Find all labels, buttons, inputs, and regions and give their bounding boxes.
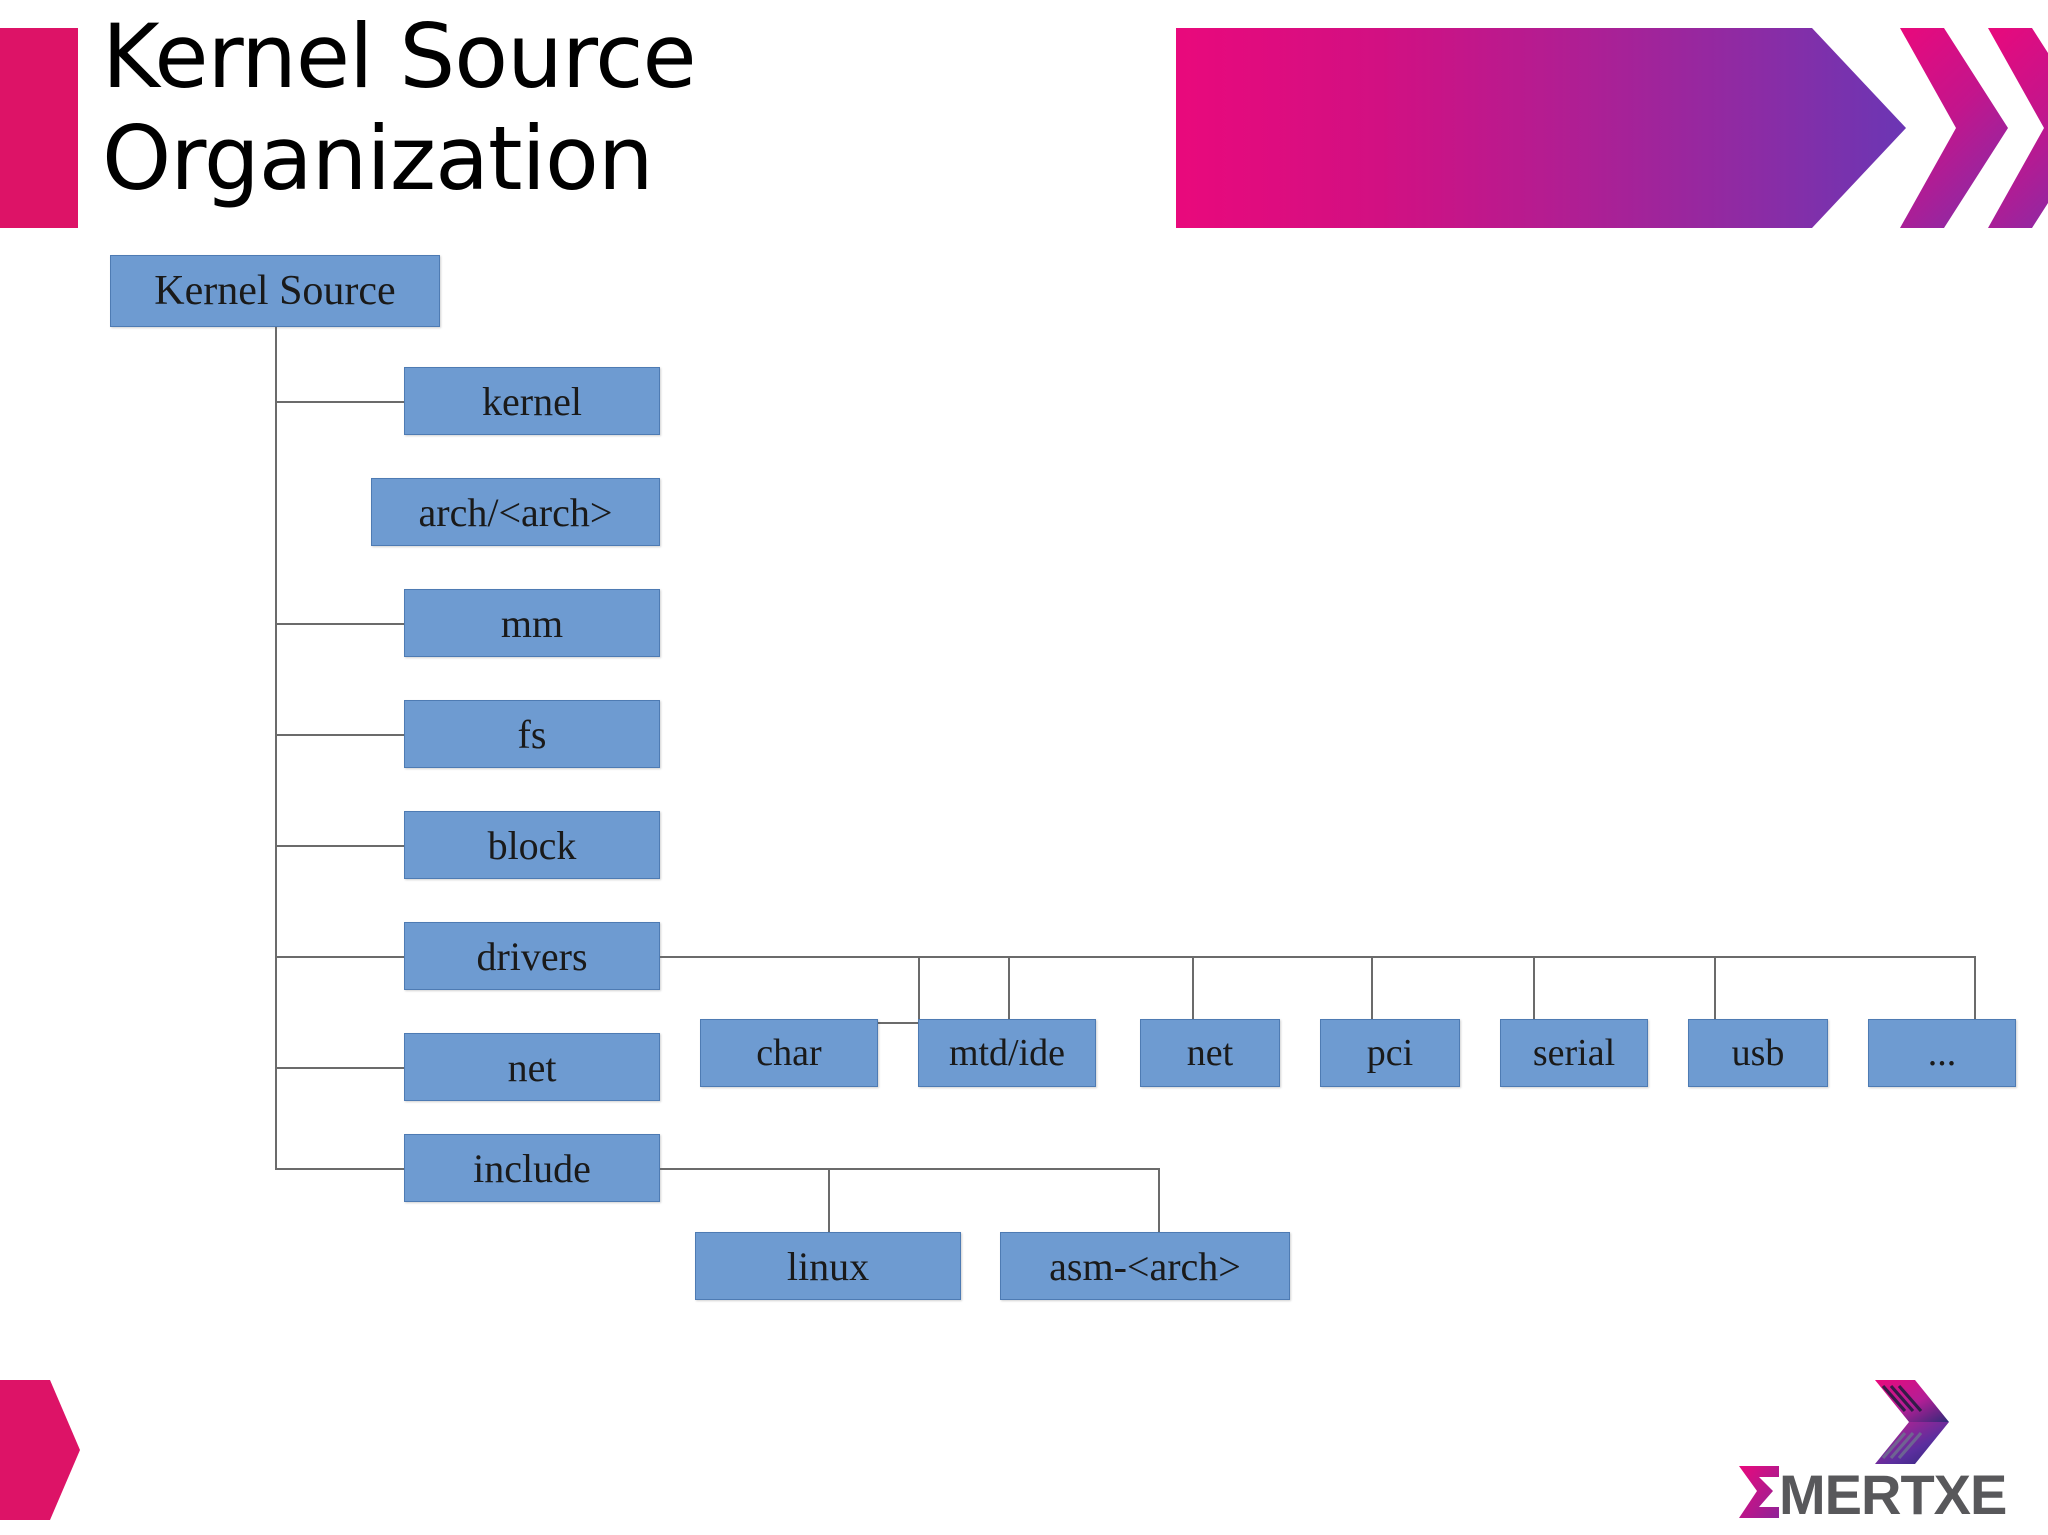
tree-node-linux[interactable]: linux [695, 1232, 961, 1300]
tree-node-mtd-ide[interactable]: mtd/ide [918, 1019, 1096, 1087]
tree-edge-to-include [275, 1168, 404, 1170]
tree-node-label: serial [1532, 1032, 1616, 1074]
page-title: Kernel Source Organization [102, 5, 697, 211]
tree-node-label: mtd/ide [948, 1032, 1066, 1074]
tree-node-label: kernel [482, 378, 582, 424]
tree-edge-to-mm [275, 623, 404, 625]
tree-node-label: ... [1927, 1032, 1957, 1074]
tree-node-net[interactable]: net [404, 1033, 660, 1101]
tree-edge-drop-serial [1533, 956, 1535, 1019]
emertxe-logo: MERTXE [1735, 1378, 2035, 1526]
tree-node-label: asm-<arch> [1049, 1243, 1241, 1289]
tree-edge-drop-net [1192, 956, 1194, 1019]
tree-node-label: drivers [476, 933, 588, 979]
tree-node-block[interactable]: block [404, 811, 660, 879]
emertxe-wordmark: MERTXE [1739, 1463, 2007, 1524]
tree-edge-char-stub [878, 1022, 920, 1024]
tree-node-label: fs [517, 711, 547, 757]
tree-node-label: net [1186, 1032, 1234, 1074]
tree-node-include[interactable]: include [404, 1134, 660, 1202]
tree-node-usb[interactable]: usb [1688, 1019, 1828, 1087]
tree-edge-include-bus [660, 1168, 1160, 1170]
tree-node-drivers-net[interactable]: net [1140, 1019, 1280, 1087]
tree-edge-to-drivers [275, 956, 404, 958]
tree-node-kernel[interactable]: kernel [404, 367, 660, 435]
tree-edge-drop-linux [828, 1168, 830, 1232]
title-accent-bar [0, 28, 78, 228]
tree-node-char[interactable]: char [700, 1019, 878, 1087]
tree-node-label: linux [786, 1243, 870, 1289]
tree-node-asm-arch[interactable]: asm-<arch> [1000, 1232, 1290, 1300]
tree-node-arch[interactable]: arch/<arch> [371, 478, 660, 546]
tree-node-label: usb [1731, 1032, 1785, 1074]
tree-node-mm[interactable]: mm [404, 589, 660, 657]
header-gradient-banner [1176, 28, 1906, 228]
tree-edge-drop-more [1974, 956, 1976, 1019]
svg-text:MERTXE: MERTXE [1779, 1463, 2006, 1524]
tree-edge-drop-usb [1714, 956, 1716, 1019]
tree-node-label: Kernel Source [154, 268, 396, 314]
emertxe-chevron-icon [1875, 1380, 1949, 1464]
tree-edge-to-fs [275, 734, 404, 736]
tree-node-label: include [473, 1145, 591, 1191]
tree-edge-drop-asm-arch [1158, 1168, 1160, 1232]
tree-edge-drop-mtd-ide [1008, 956, 1010, 1019]
tree-node-label: net [507, 1044, 557, 1090]
tree-node-drivers[interactable]: drivers [404, 922, 660, 990]
tree-node-label: mm [500, 600, 564, 646]
tree-edge-to-net [275, 1067, 404, 1069]
tree-node-root[interactable]: Kernel Source [110, 255, 440, 327]
tree-node-label: arch/<arch> [418, 489, 613, 535]
tree-edge-drivers-bus [660, 956, 1976, 958]
tree-edge-drop-char [918, 956, 920, 1022]
tree-edge-drop-pci [1371, 956, 1373, 1019]
tree-node-serial[interactable]: serial [1500, 1019, 1648, 1087]
tree-node-label: block [487, 822, 577, 868]
tree-edge-root-stem [275, 327, 277, 1168]
tree-node-more[interactable]: ... [1868, 1019, 2016, 1087]
tree-node-label: pci [1366, 1032, 1414, 1074]
tree-edge-to-block [275, 845, 404, 847]
tree-node-pci[interactable]: pci [1320, 1019, 1460, 1087]
tree-edge-to-kernel [275, 401, 404, 403]
tree-node-fs[interactable]: fs [404, 700, 660, 768]
tree-node-label: char [756, 1032, 822, 1074]
